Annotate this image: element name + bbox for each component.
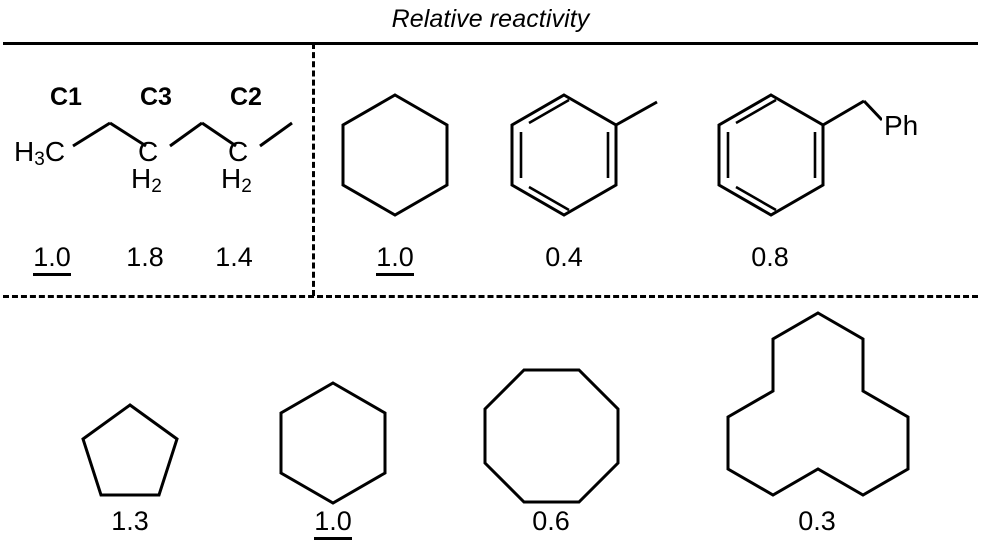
value-diphenylmethane: 0.8	[740, 242, 800, 273]
carbon-label-c3: C3	[140, 83, 172, 111]
atom-label-c3: C	[138, 136, 159, 167]
value-cyclooctane: 0.6	[521, 506, 581, 537]
atom-label-h2-c3: H2	[131, 163, 162, 198]
structure-cyclopentane	[76, 399, 184, 505]
carbon-label-c1: C1	[50, 83, 82, 111]
pentane-skeleton	[0, 100, 312, 190]
value-text: 0.6	[532, 506, 570, 536]
atom-subscript-2-c3: 2	[151, 176, 162, 198]
structure-cyclododecane	[723, 308, 913, 508]
horizontal-dashed-divider	[3, 295, 978, 298]
value-toluene: 0.4	[534, 242, 594, 273]
atom-subscript-2-c2: 2	[241, 176, 252, 198]
value-cyclopentane: 1.3	[100, 506, 160, 537]
figure-title: Relative reactivity	[391, 5, 590, 33]
value-pentane-c3: 1.8	[115, 242, 175, 273]
atom-label-c2: C	[228, 136, 249, 167]
ph-group-label: Ph	[884, 110, 919, 141]
value-text: 1.0	[376, 242, 414, 276]
atom-subscript-3: 3	[34, 149, 45, 171]
horizontal-solid-divider	[3, 42, 978, 45]
structure-cyclohexane-bottom	[274, 376, 392, 506]
value-text: 1.4	[215, 242, 253, 272]
value-cyclododecane: 0.3	[787, 506, 847, 537]
value-text: 0.8	[751, 242, 789, 272]
value-text: 1.0	[33, 242, 71, 276]
value-text: 0.3	[798, 506, 836, 536]
value-text: 1.3	[111, 506, 149, 536]
value-cyclohexane-top: 1.0	[365, 242, 425, 276]
vertical-dashed-divider	[312, 43, 315, 296]
atom-label-h3c: H3C	[14, 136, 66, 171]
value-text: 1.8	[126, 242, 164, 272]
atom-symbol-c1: C	[44, 136, 66, 167]
value-text: 1.0	[314, 506, 352, 540]
value-pentane-c2: 1.4	[204, 242, 264, 273]
atom-label-h2-c2: H2	[221, 163, 252, 198]
carbon-label-c2: C2	[230, 83, 262, 111]
value-pentane-c1: 1.0	[22, 242, 82, 276]
structure-cyclohexane-top	[336, 88, 454, 218]
value-text: 0.4	[545, 242, 583, 272]
structure-diphenylmethane	[712, 88, 882, 218]
value-cyclohexane-bottom: 1.0	[303, 506, 363, 540]
structure-toluene	[505, 88, 665, 218]
structure-cyclooctane	[479, 365, 624, 507]
